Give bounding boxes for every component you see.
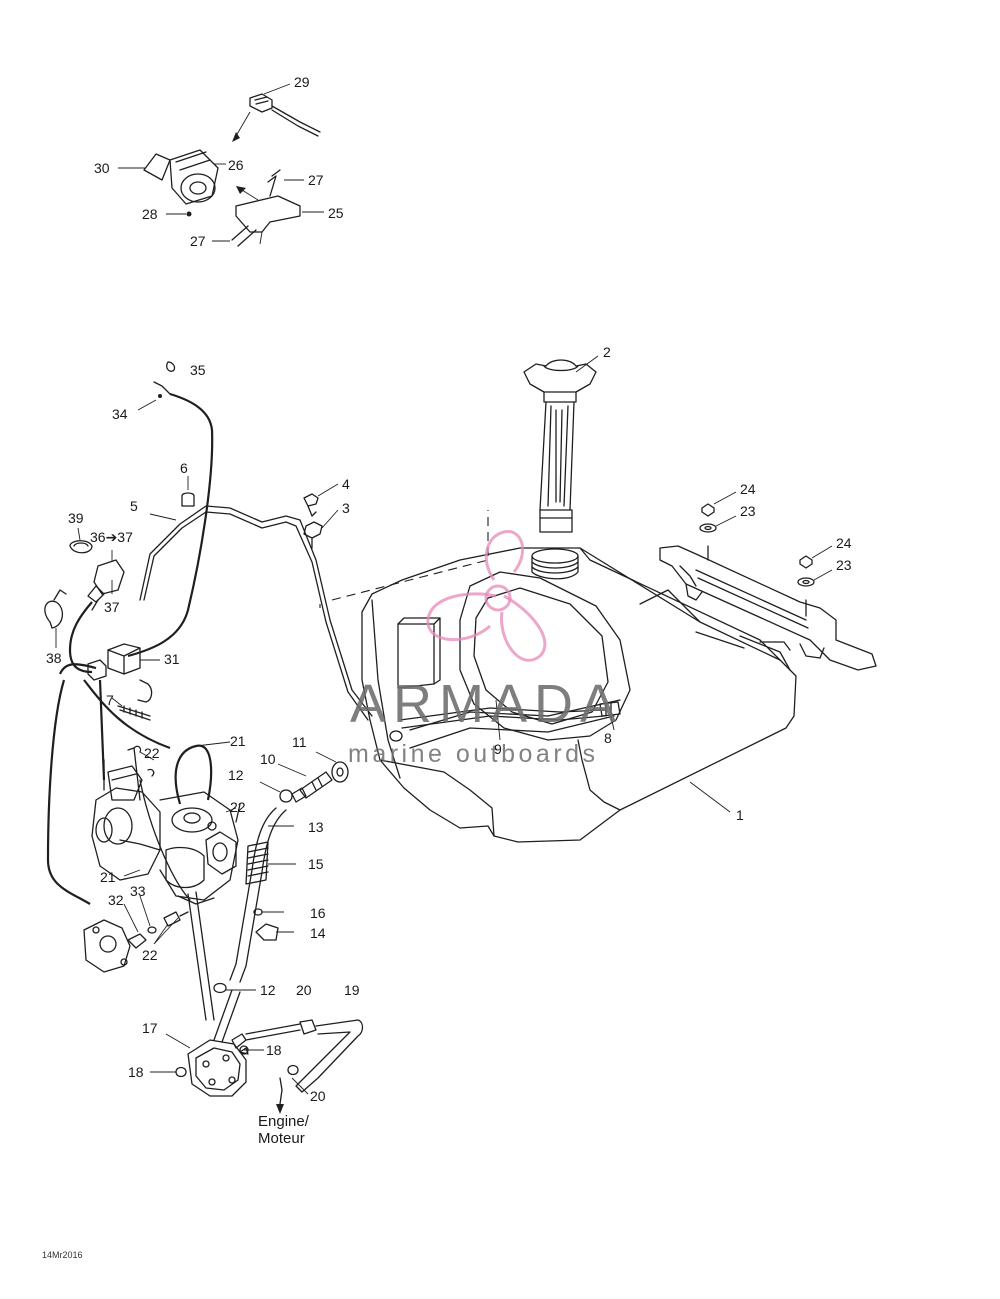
- callout-26: 26: [228, 157, 244, 173]
- callout-9: 9: [494, 741, 502, 757]
- leader-29: [263, 83, 291, 95]
- callout-18b: 18: [128, 1064, 144, 1080]
- callout-labels: 29 30 26 27 28 25 27 2 35 34 6 4 24 5 3 …: [46, 74, 852, 1104]
- callout-27a: 27: [308, 172, 324, 188]
- date-stamp: 14Mr2016: [42, 1250, 83, 1260]
- callout-17: 17: [142, 1020, 158, 1036]
- callout-29: 29: [294, 74, 310, 90]
- watermark-subtitle: marine outboards: [348, 740, 599, 768]
- callout-16: 16: [310, 905, 326, 921]
- switch-body-26: [143, 149, 219, 217]
- callout-32: 32: [108, 892, 124, 908]
- callout-5: 5: [130, 498, 138, 514]
- callout-36-37: 36➔37: [90, 529, 133, 545]
- callout-28: 28: [142, 206, 158, 222]
- callout-6: 6: [180, 460, 188, 476]
- callout-22c: 22: [142, 947, 158, 963]
- filler-cap-2: [523, 355, 599, 533]
- callout-23a: 23: [740, 503, 756, 519]
- junction-31: [87, 643, 160, 703]
- watermark-logo-icon: [426, 530, 547, 662]
- callout-21a: 21: [230, 733, 246, 749]
- callout-39: 39: [68, 510, 84, 526]
- callout-12a: 12: [228, 767, 244, 783]
- watermark-title: ARMADA: [350, 674, 623, 734]
- callout-38: 38: [46, 650, 62, 666]
- fuel-pump-lines: [83, 751, 349, 1043]
- callout-23b: 23: [836, 557, 852, 573]
- callout-10: 10: [260, 751, 276, 767]
- callout-27b: 27: [190, 233, 206, 249]
- callout-22b: 22: [230, 799, 246, 815]
- callout-20b: 20: [310, 1088, 326, 1104]
- mounting-strap: [659, 491, 877, 671]
- callout-8: 8: [604, 730, 612, 746]
- bracket-25: [231, 169, 301, 247]
- callout-1: 1: [736, 807, 744, 823]
- callout-22a: 22: [144, 745, 160, 761]
- fuel-tank: [319, 510, 797, 843]
- callout-37: 37: [104, 599, 120, 615]
- carburetor-assembly: [46, 663, 241, 905]
- clamp-38-39: [44, 527, 93, 648]
- callout-11: 11: [292, 734, 307, 750]
- engine-label: Engine/ Moteur: [258, 1113, 310, 1147]
- engine-label-line1: Engine/: [258, 1113, 310, 1130]
- connector-29: [232, 93, 321, 142]
- callout-4: 4: [342, 476, 350, 492]
- watermark: ARMADA marine outboards: [348, 530, 623, 768]
- fuel-lines: [127, 361, 605, 729]
- callout-35: 35: [190, 362, 206, 378]
- callout-12b: 12: [260, 982, 276, 998]
- callout-25: 25: [328, 205, 344, 221]
- callout-14: 14: [310, 925, 326, 941]
- callout-31: 31: [164, 651, 180, 667]
- callout-34: 34: [112, 406, 128, 422]
- switch-assembly: [118, 83, 324, 247]
- callout-19: 19: [344, 982, 360, 998]
- callout-20a: 20: [296, 982, 312, 998]
- callout-13: 13: [308, 819, 324, 835]
- callout-3: 3: [342, 500, 350, 516]
- fitting-37: [68, 550, 125, 674]
- engine-label-line2: Moteur: [258, 1130, 305, 1147]
- callout-18a: 18: [266, 1042, 282, 1058]
- callout-7: 7: [106, 692, 114, 708]
- callout-15: 15: [308, 856, 324, 872]
- callout-33: 33: [130, 883, 146, 899]
- callout-24a: 24: [740, 481, 756, 497]
- callout-30: 30: [94, 160, 110, 176]
- callout-21b: 21: [100, 869, 116, 885]
- fuel-pump-17: [150, 1019, 364, 1114]
- callout-24b: 24: [836, 535, 852, 551]
- callout-2: 2: [603, 344, 611, 360]
